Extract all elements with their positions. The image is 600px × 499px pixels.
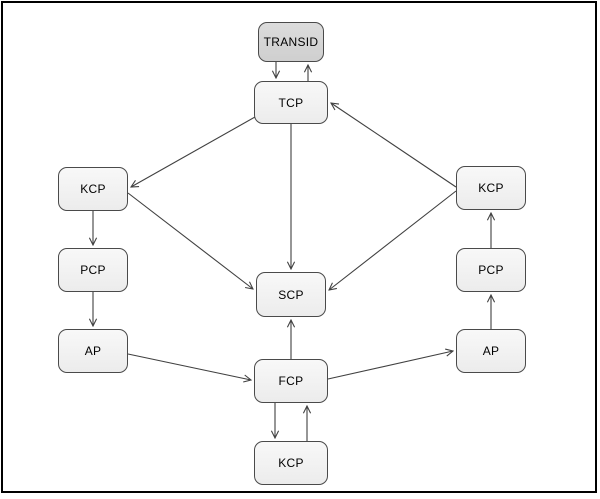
node-label: KCP	[80, 182, 106, 196]
edge-ap-left-to-fcp	[127, 353, 251, 380]
node-label: TRANSID	[263, 35, 319, 49]
node-label: SCP	[278, 287, 304, 302]
node-scp[interactable]: SCP	[256, 272, 326, 317]
edge-kcp-right-to-scp	[329, 190, 457, 290]
edge-kcp-right-to-tcp	[331, 103, 457, 188]
edge-fcp-to-ap-right	[327, 351, 453, 380]
node-label: AP	[482, 344, 500, 358]
node-label: PCP	[80, 263, 106, 277]
node-ap-left[interactable]: AP	[58, 329, 128, 373]
node-label: TCP	[278, 95, 304, 110]
node-fcp[interactable]: FCP	[254, 359, 328, 403]
node-label: FCP	[278, 374, 304, 388]
node-ap-right[interactable]: AP	[456, 329, 526, 373]
node-label: KCP	[278, 456, 304, 470]
edge-kcp-left-to-scp	[127, 192, 253, 289]
node-kcp-left[interactable]: KCP	[58, 167, 128, 211]
diagram-border	[1, 1, 597, 493]
node-label: PCP	[478, 263, 504, 277]
node-label: KCP	[478, 181, 504, 195]
node-label: AP	[84, 344, 102, 358]
node-kcp-bottom[interactable]: KCP	[254, 441, 328, 485]
node-transid[interactable]: TRANSID	[258, 22, 324, 62]
edge-tcp-to-kcp-left	[131, 116, 256, 187]
node-pcp-left[interactable]: PCP	[58, 248, 128, 292]
node-tcp[interactable]: TCP	[254, 81, 328, 124]
node-pcp-right[interactable]: PCP	[456, 248, 526, 292]
node-kcp-right[interactable]: KCP	[456, 166, 526, 210]
